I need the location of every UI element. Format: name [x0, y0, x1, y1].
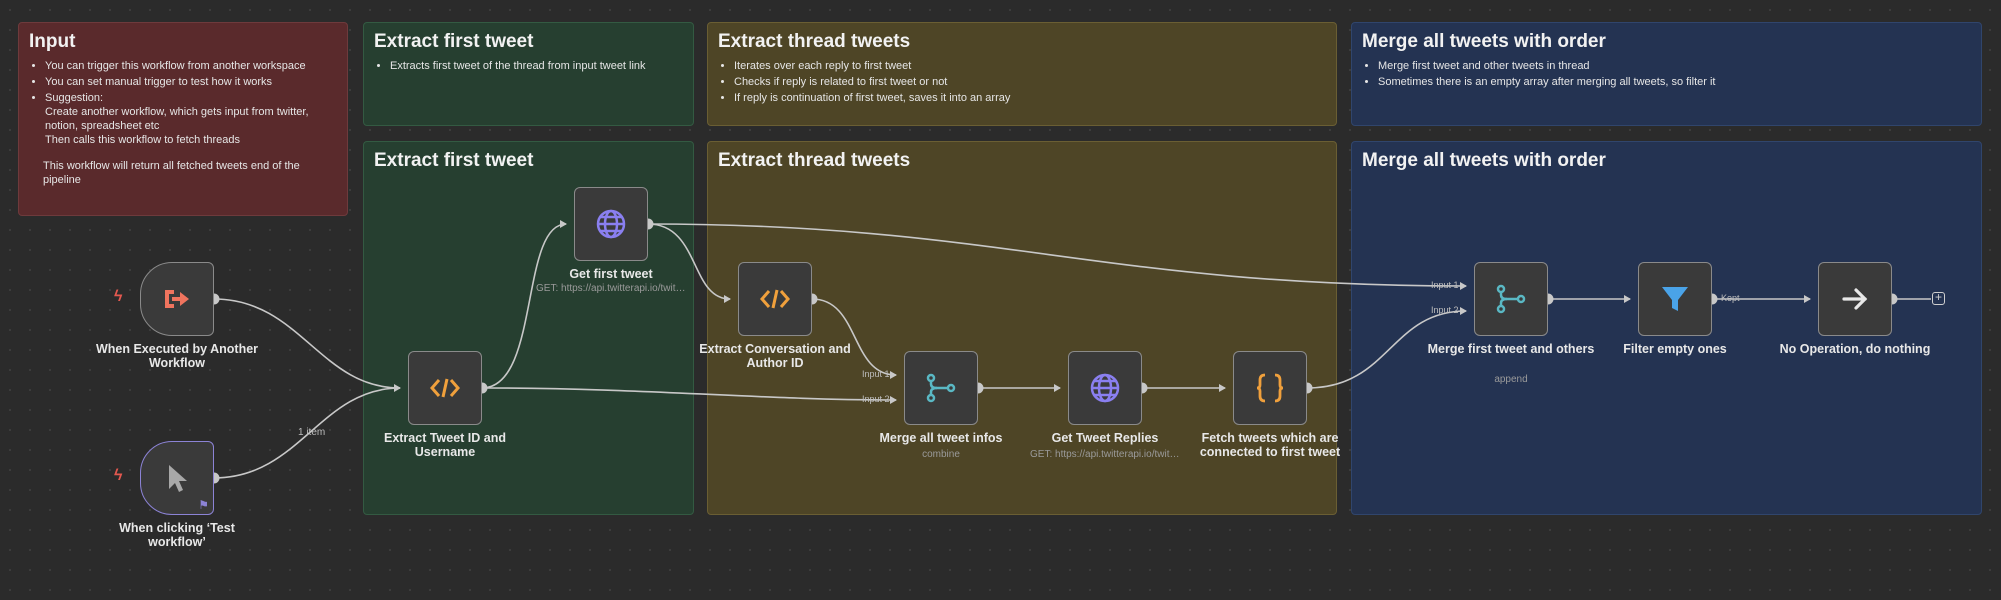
cursor-pointer-icon: [159, 460, 195, 496]
connection-exec-to-extract: [213, 298, 401, 389]
sign-in-arrow-icon: [159, 281, 195, 317]
edge-label-items: 1 item: [298, 427, 326, 438]
note-bullet: Iterates over each reply to first tweet: [734, 59, 1326, 73]
section-title: Merge all tweets with order: [1362, 150, 1606, 171]
node-fetch-connected-tweets[interactable]: [1233, 351, 1307, 425]
connection-extract-to-getfirst: [481, 223, 567, 389]
funnel-icon: [1657, 281, 1693, 317]
note-input-bullet: Suggestion: Create another workflow, whi…: [45, 91, 337, 147]
node-label: Extract Tweet ID and Username: [383, 431, 507, 459]
add-node-button[interactable]: +: [1932, 291, 1945, 305]
note-title: Extract first tweet: [374, 31, 534, 52]
node-execute-workflow-trigger[interactable]: [140, 262, 214, 336]
braces-icon: [1252, 370, 1288, 406]
node-label: When Executed by Another Workflow: [95, 342, 259, 370]
note-title: Merge all tweets with order: [1362, 31, 1606, 52]
note-list: Iterates over each reply to first tweet …: [718, 59, 1326, 105]
node-subtitle: combine: [922, 449, 960, 460]
note-list: Extracts first tweet of the thread from …: [374, 59, 683, 73]
node-label: No Operation, do nothing: [1779, 342, 1931, 356]
port-label-input2: Input 2: [1431, 305, 1459, 315]
note-input-footer: This workflow will return all fetched tw…: [43, 160, 300, 186]
port-label-input1: Input 1: [862, 369, 890, 379]
trigger-bolt-icon: ϟ: [114, 467, 123, 484]
port-label-input1: Input 1: [1431, 280, 1459, 290]
node-get-tweet-replies[interactable]: [1068, 351, 1142, 425]
node-get-first-tweet[interactable]: [574, 187, 648, 261]
connection-fetch-to-merge-first-input2: [1306, 310, 1467, 389]
port-label-kept: Kept: [1721, 293, 1740, 303]
note-merge-tweets-top[interactable]: Merge all tweets with order Merge first …: [1351, 22, 1982, 126]
note-input-list: You can trigger this workflow from anoth…: [29, 59, 337, 147]
note-bullet: Sometimes there is an empty array after …: [1378, 75, 1971, 89]
node-manual-trigger[interactable]: ⚑: [140, 441, 214, 515]
port-label-input2: Input 2: [862, 394, 890, 404]
arrow-right-icon: [1837, 281, 1873, 317]
note-title: Extract thread tweets: [718, 31, 911, 52]
node-label: When clicking ‘Test workflow’: [119, 521, 235, 549]
note-bullet: Merge first tweet and other tweets in th…: [1378, 59, 1971, 73]
note-extract-first-tweet-top[interactable]: Extract first tweet Extracts first tweet…: [363, 22, 694, 126]
trigger-bolt-icon: ϟ: [114, 288, 123, 305]
note-extract-thread-tweets-top[interactable]: Extract thread tweets Iterates over each…: [707, 22, 1337, 126]
connection-extract-to-merge-input2: [481, 387, 897, 401]
node-subtitle: GET: https://api.twitterapi.io/twitter/t…: [1030, 449, 1180, 460]
code-icon: [757, 281, 793, 317]
section-title: Extract thread tweets: [718, 150, 911, 171]
note-input-bullet: You can set manual trigger to test how i…: [45, 75, 337, 89]
node-label: Get first tweet: [569, 267, 653, 281]
connection-getfirst-to-merge-first-input1: [647, 223, 1467, 287]
connection-getfirst-to-extractconv: [647, 223, 731, 300]
note-bullet: If reply is continuation of first tweet,…: [734, 91, 1326, 105]
node-extract-conversation[interactable]: [738, 262, 812, 336]
node-label: Fetch tweets which are connected to firs…: [1199, 431, 1341, 459]
connection-manual-to-extract: [213, 387, 401, 479]
pin-icon: ⚑: [198, 498, 209, 512]
note-input-bullet: You can trigger this workflow from anoth…: [45, 59, 337, 73]
node-no-operation[interactable]: [1818, 262, 1892, 336]
node-label: Extract Conversation and Author ID: [699, 342, 851, 370]
note-bullet: Checks if reply is related to first twee…: [734, 75, 1326, 89]
globe-icon: [1087, 370, 1123, 406]
node-merge-all-tweet-infos[interactable]: [904, 351, 978, 425]
note-input-title: Input: [29, 31, 76, 52]
section-extract-thread-tweets[interactable]: Extract thread tweets: [707, 141, 1337, 515]
node-label: Get Tweet Replies: [1051, 431, 1159, 445]
node-filter-empty[interactable]: [1638, 262, 1712, 336]
node-label: Merge first tweet and others: [1427, 342, 1595, 356]
node-subtitle: append: [1494, 374, 1528, 385]
merge-icon: [1493, 281, 1529, 317]
node-extract-tweet-id[interactable]: [408, 351, 482, 425]
merge-icon: [923, 370, 959, 406]
node-merge-first-tweet[interactable]: [1474, 262, 1548, 336]
note-bullet: Extracts first tweet of the thread from …: [390, 59, 683, 73]
note-input[interactable]: Input You can trigger this workflow from…: [18, 22, 348, 216]
code-icon: [427, 370, 463, 406]
node-label: Filter empty ones: [1623, 342, 1727, 356]
globe-icon: [593, 206, 629, 242]
note-list: Merge first tweet and other tweets in th…: [1362, 59, 1971, 89]
section-title: Extract first tweet: [374, 150, 534, 171]
node-subtitle: GET: https://api.twitterapi.io/twitter/t…: [536, 283, 686, 294]
node-label: Merge all tweet infos: [879, 431, 1003, 445]
connection-extractconv-to-merge-input1: [811, 298, 897, 376]
